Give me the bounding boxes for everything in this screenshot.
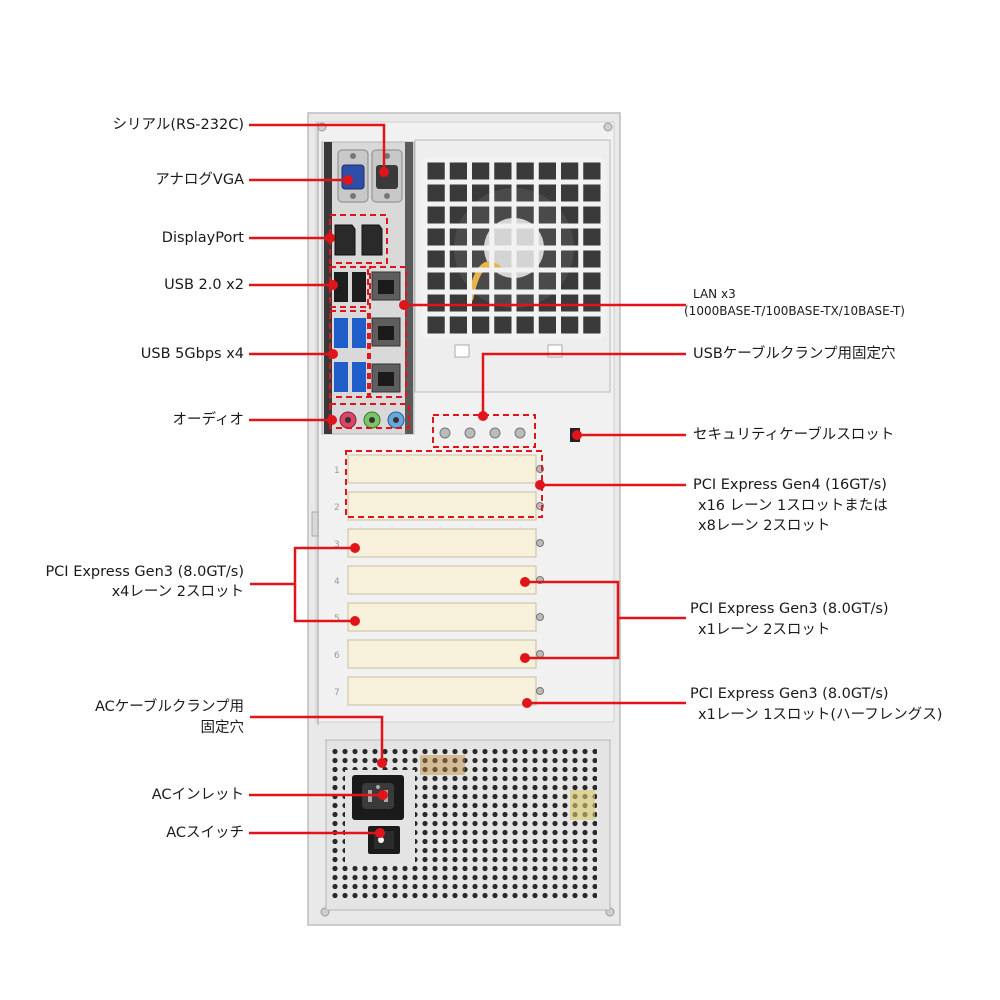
slot-screw	[536, 650, 544, 658]
slot-cover	[347, 602, 537, 632]
pcie4-label-line2: x16 レーン 1スロットまたは	[698, 498, 888, 514]
slot-number: 3	[334, 540, 340, 550]
pcie3-x1-label-line1: PCI Express Gen3 (8.0GT/s)	[690, 601, 889, 617]
usb-clamp-holes	[439, 427, 526, 439]
slot-cover	[347, 565, 537, 595]
pcie3-x1-label-line2: x1レーン 2スロット	[698, 622, 831, 638]
audio-jacks	[339, 411, 405, 429]
serial-label: シリアル(RS-232C)	[112, 117, 244, 133]
slot-cover	[347, 639, 537, 669]
ac-switch-label: ACスイッチ	[166, 825, 244, 841]
slot-number: 2	[334, 503, 340, 513]
vga-label: アナログVGA	[155, 172, 244, 188]
slot-number: 6	[334, 651, 340, 661]
ac-clamp-label-line1: ACケーブルクランプ用	[95, 699, 244, 715]
pcie3-x4-label-line2: x4レーン 2スロット	[111, 584, 244, 600]
usb-clamp-label: USBケーブルクランプ用固定穴	[693, 346, 896, 362]
slot-cover	[347, 676, 537, 706]
pcie3-x4-label-line1: PCI Express Gen3 (8.0GT/s)	[45, 564, 244, 580]
lan-label-line1: LAN x3	[693, 287, 736, 301]
usb5g-ports	[334, 318, 366, 392]
leader-lines	[249, 123, 686, 835]
pcie3-half-label-line1: PCI Express Gen3 (8.0GT/s)	[690, 686, 889, 702]
slot-cover	[347, 454, 537, 484]
slot-number: 7	[334, 688, 340, 698]
leader-dots	[325, 167, 582, 838]
ac-clamp-label-line2: 固定穴	[200, 720, 245, 736]
slot-screw	[536, 687, 544, 695]
audio-label: オーディオ	[172, 412, 245, 428]
ac-inlet-label: ACインレット	[151, 787, 244, 803]
fan-grille	[414, 139, 611, 393]
expansion-slots: 1 2 3 4 5 6 7	[334, 454, 544, 706]
power-supply	[325, 739, 611, 911]
pcie4-label-line1: PCI Express Gen4 (16GT/s)	[693, 477, 887, 493]
slot-cover	[347, 528, 537, 558]
pcie3-half-label-line2: x1レーン 1スロット(ハーフレングス)	[698, 707, 943, 723]
slot-screw	[536, 539, 544, 547]
slot-screw	[536, 613, 544, 621]
slot-number: 5	[334, 614, 340, 624]
pcie4-label-line3: x8レーン 2スロット	[698, 518, 831, 534]
security-slot-label: セキュリティケーブルスロット	[693, 427, 895, 443]
usb20-ports	[334, 272, 366, 302]
vga-port	[337, 149, 369, 203]
slot-number: 1	[334, 466, 340, 476]
displayport-ports	[334, 224, 383, 256]
slot-number: 4	[334, 577, 340, 587]
displayport-label: DisplayPort	[161, 230, 244, 246]
slot-cover	[347, 491, 537, 521]
lan-ports	[371, 271, 401, 393]
usb20-label: USB 2.0 x2	[164, 277, 244, 293]
lan-label-line2: (1000BASE-T/100BASE-TX/10BASE-T)	[684, 304, 905, 318]
ac-inlet	[352, 775, 404, 820]
usb5g-label: USB 5Gbps x4	[140, 346, 244, 362]
